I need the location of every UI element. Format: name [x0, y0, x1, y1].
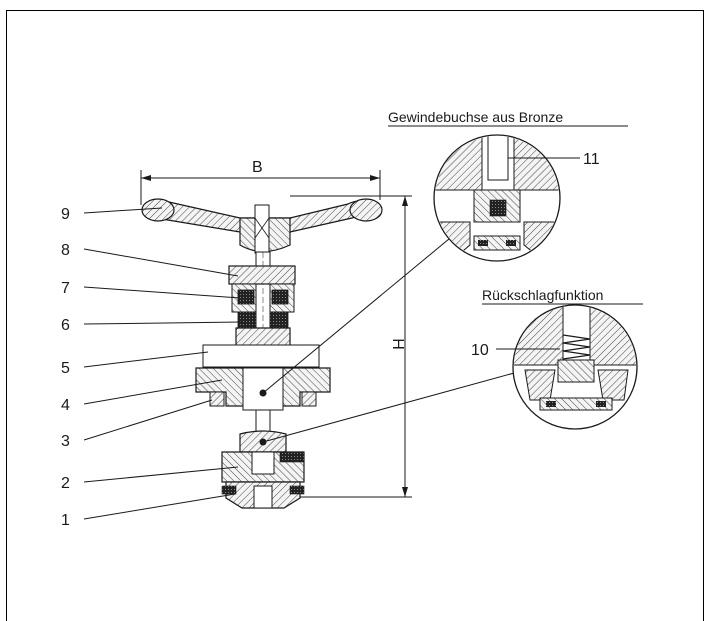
caption-bronze-bushing: Gewindebuchse aus Bronze: [388, 109, 563, 125]
dimension-b: B: [140, 159, 381, 205]
valve-body: [221, 430, 305, 509]
dimension-h-label: H: [389, 338, 406, 350]
callout-11: 11: [583, 151, 600, 168]
callout-8: 8: [61, 242, 70, 259]
caption-check-function: Rückschlagfunktion: [482, 287, 603, 303]
dimension-h: H: [290, 195, 412, 498]
detail-leader-bottom: [262, 369, 526, 443]
callout-3: 3: [61, 433, 70, 450]
detail-bronze-bushing: Gewindebuchse aus Bronze 11: [388, 109, 628, 262]
callout-7: 7: [61, 280, 70, 297]
callout-2: 2: [61, 475, 70, 492]
bonnet: [195, 327, 331, 432]
callout-9: 9: [61, 206, 70, 223]
callout-1: 1: [61, 512, 70, 529]
handwheel: [141, 198, 383, 254]
detail-check-function: Rückschlagfunktion 10: [471, 287, 643, 430]
dimension-b-label: B: [252, 159, 263, 176]
callout-4: 4: [61, 397, 70, 414]
callouts-left: 1 2 3 4 5 6 7 8 9: [61, 206, 243, 529]
drawing-frame: [6, 10, 704, 621]
callout-10: 10: [471, 342, 489, 359]
detail-leader-top: [262, 233, 456, 394]
callout-5: 5: [61, 360, 70, 377]
callout-6: 6: [61, 317, 70, 334]
